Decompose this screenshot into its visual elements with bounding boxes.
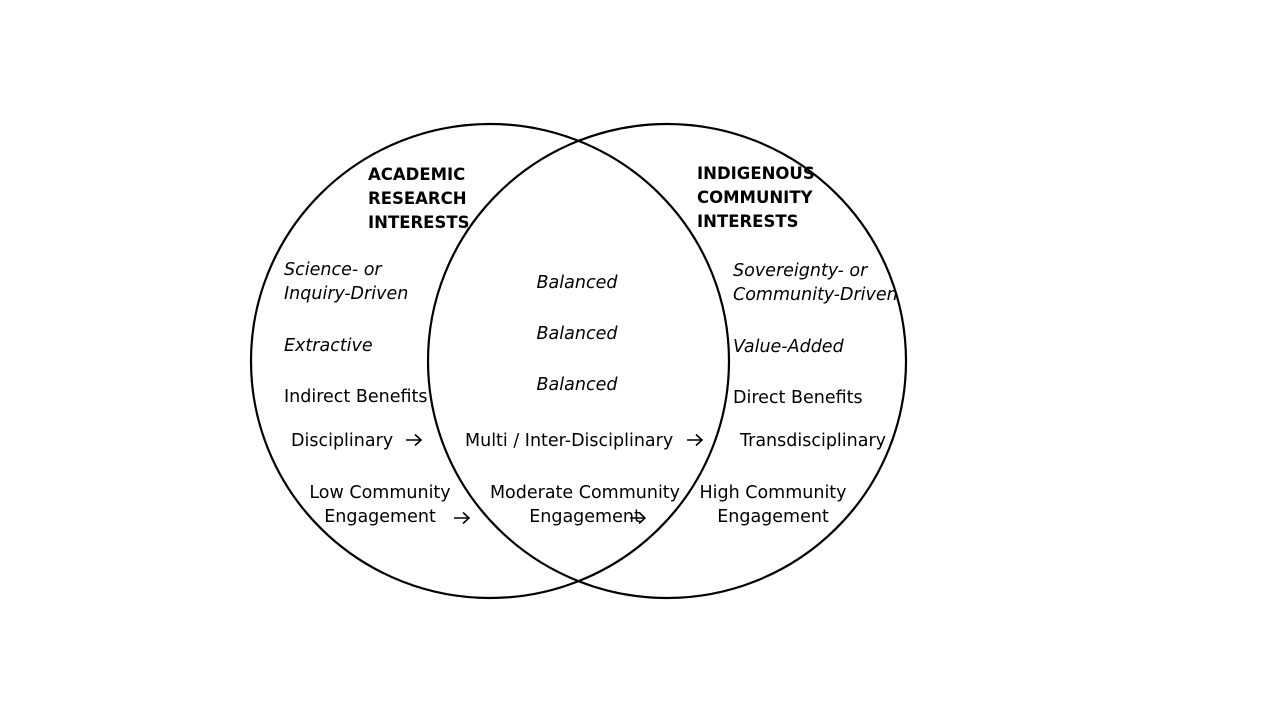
academic-discipline-label: Disciplinary (291, 431, 394, 451)
academic-mode-label: Extractive (284, 336, 373, 356)
arrow-right-icon (406, 433, 423, 447)
community-circle (426, 122, 908, 600)
community-driver-label: Sovereignty- or Community-Driven (733, 261, 898, 305)
arrow-right-icon (630, 511, 647, 525)
academic-interests-title: ACADEMIC RESEARCH INTERESTS (368, 165, 470, 232)
overlap-balanced-2: Balanced (536, 324, 618, 344)
community-engagement-label: High Community Engagement (699, 483, 847, 527)
community-benefits-label: Direct Benefits (733, 388, 863, 408)
community-interests-title: INDIGENOUS COMMUNITY INTERESTS (697, 164, 815, 231)
academic-engagement-label: Low Community Engagement (309, 483, 451, 527)
community-mode-label: Value-Added (733, 337, 844, 357)
overlap-balanced-1: Balanced (536, 273, 618, 293)
academic-circle (249, 122, 731, 600)
arrow-right-icon (454, 511, 471, 525)
overlap-balanced-3: Balanced (536, 375, 618, 395)
overlap-engagement-label: Moderate Community Engagement (489, 483, 681, 527)
arrow-right-icon (687, 433, 704, 447)
overlap-discipline-label: Multi / Inter-Disciplinary (465, 431, 674, 451)
community-discipline-label: Transdisciplinary (740, 431, 887, 451)
academic-driver-label: Science- or Inquiry-Driven (284, 260, 409, 304)
academic-benefits-label: Indirect Benefits (284, 387, 428, 407)
